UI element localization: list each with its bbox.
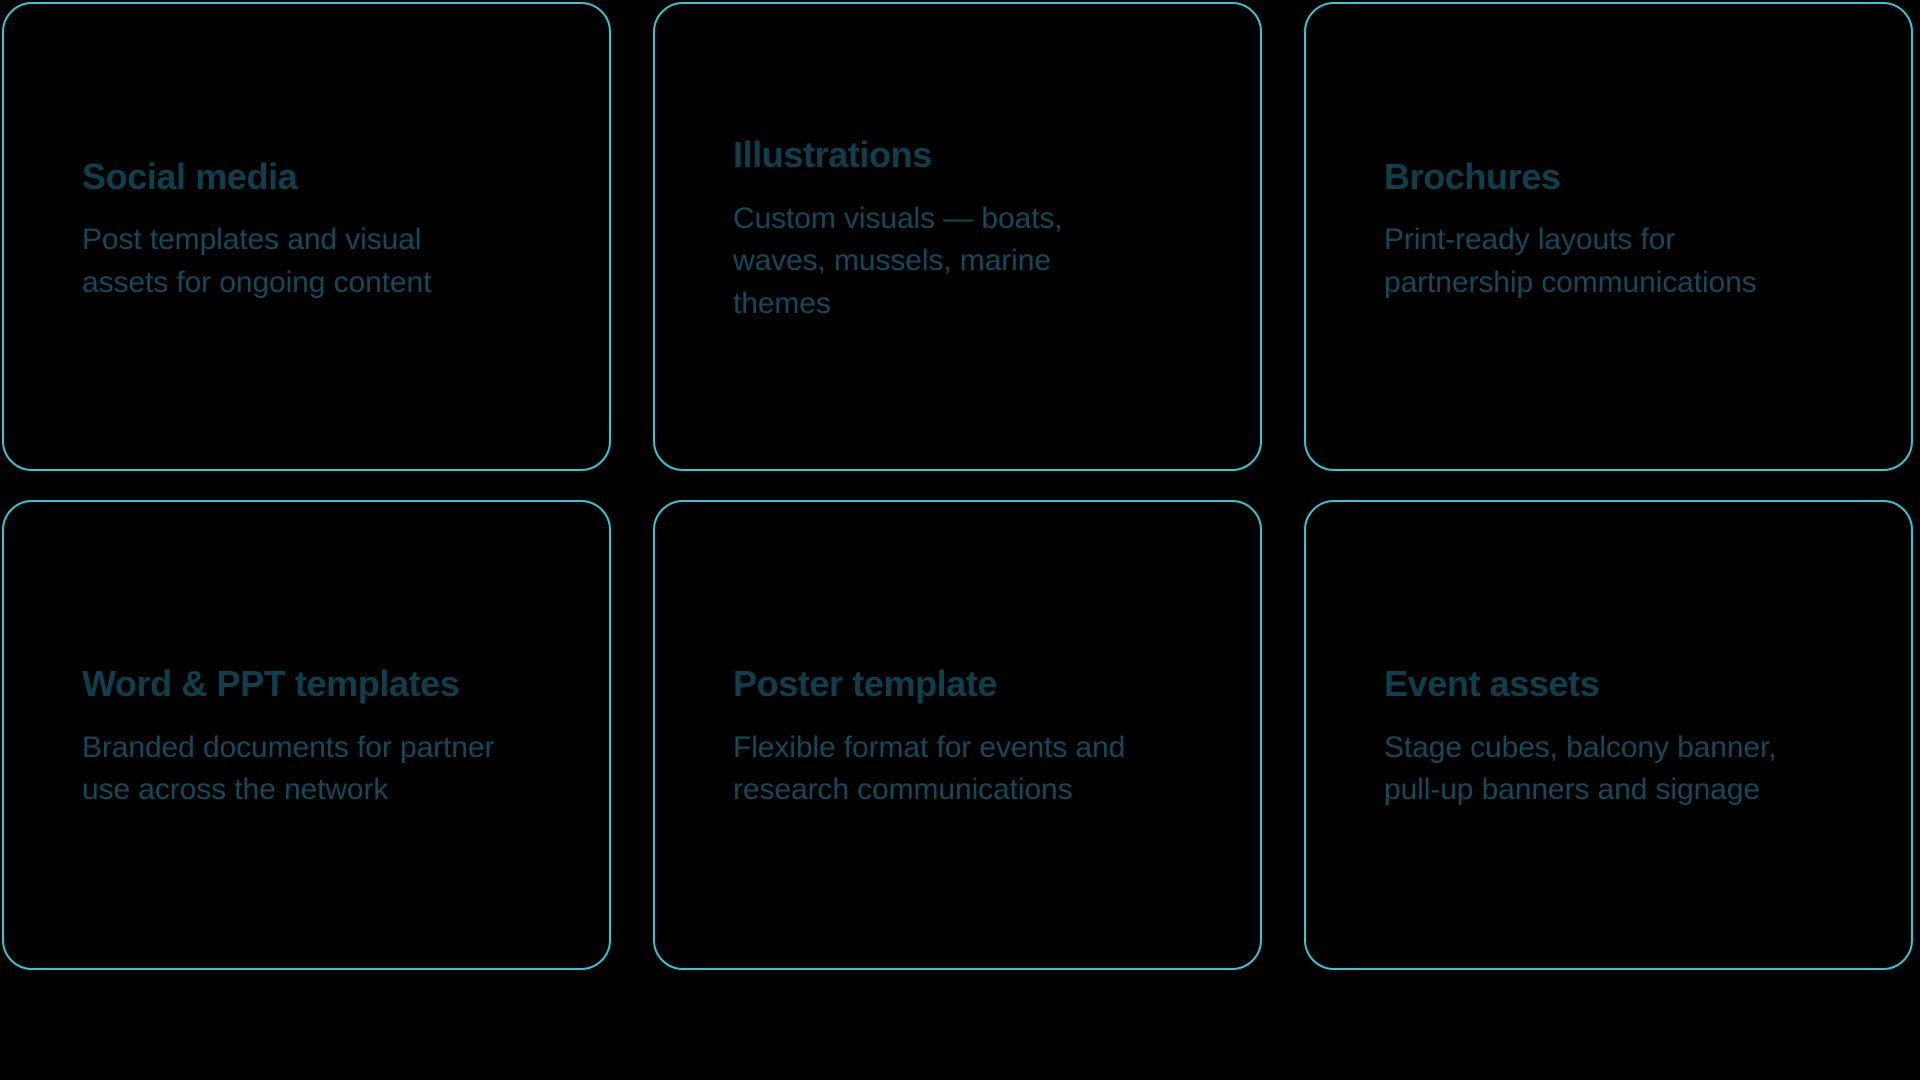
card-description: Stage cubes, balcony banner, pull-up ban… — [1384, 730, 1777, 807]
card-event-assets[interactable]: Event assets Stage cubes, balcony banner… — [1304, 500, 1913, 970]
card-content: Brochures Print-ready layouts for partne… — [1384, 155, 1833, 305]
card-brochures[interactable]: Brochures Print-ready layouts for partne… — [1304, 2, 1913, 471]
card-description: Branded documents for partner use across… — [82, 730, 495, 807]
card-description: Post templates and visual assets for ong… — [82, 223, 432, 299]
card-content: Event assets Stage cubes, balcony banner… — [1384, 663, 1833, 812]
card-content: Word & PPT templates Branded documents f… — [82, 663, 531, 812]
card-description: Print-ready layouts for partnership comm… — [1384, 223, 1757, 299]
card-title: Poster template — [733, 663, 998, 705]
card-description: Flexible format for events and research … — [733, 730, 1126, 807]
card-word-ppt-templates[interactable]: Word & PPT templates Branded documents f… — [2, 500, 611, 970]
deliverables-card-grid: Social media Post templates and visual a… — [2, 2, 1918, 970]
card-title: Event assets — [1384, 663, 1600, 705]
card-content: Poster template Flexible format for even… — [733, 663, 1182, 812]
card-illustrations[interactable]: Illustrations Custom visuals — boats, wa… — [653, 2, 1262, 471]
card-poster-template[interactable]: Poster template Flexible format for even… — [653, 500, 1262, 970]
card-content: Illustrations Custom visuals — boats, wa… — [733, 135, 1182, 325]
card-title: Brochures — [1384, 155, 1561, 197]
card-social-media[interactable]: Social media Post templates and visual a… — [2, 2, 611, 471]
card-title: Illustrations — [733, 134, 932, 176]
card-description: Custom visuals — boats, waves, mussels, … — [733, 201, 1063, 320]
card-title: Word & PPT templates — [82, 663, 460, 705]
card-title: Social media — [82, 155, 298, 197]
card-content: Social media Post templates and visual a… — [82, 155, 531, 305]
